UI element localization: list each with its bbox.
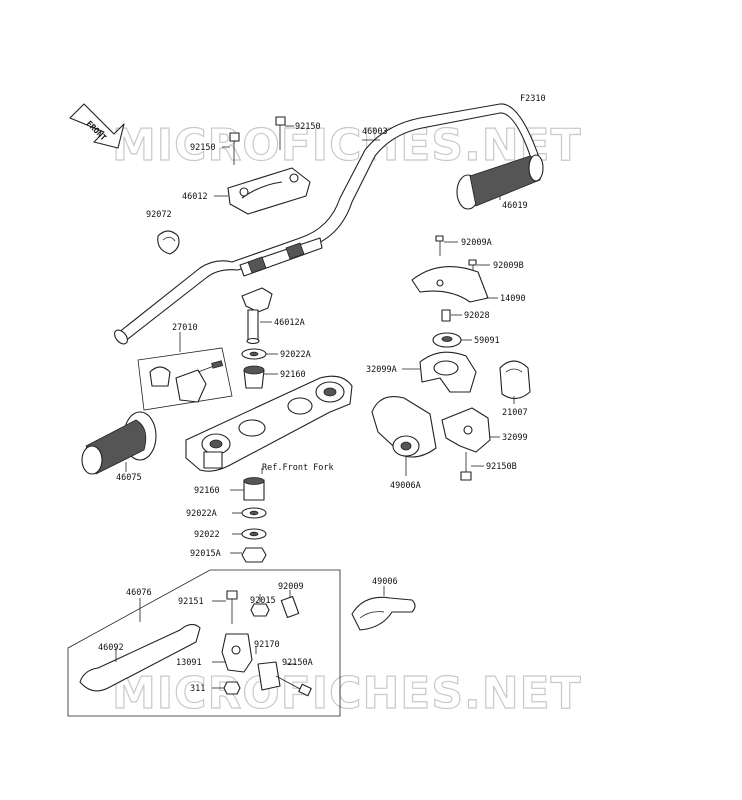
label-46012: 46012 <box>182 192 208 202</box>
label-49006A: 49006A <box>390 481 421 491</box>
seal-59091 <box>432 332 462 348</box>
housing-32099 <box>441 407 491 453</box>
bolt-92150A <box>275 675 312 697</box>
bolt-92150B <box>460 452 484 481</box>
label-92150A: 92150A <box>282 658 313 668</box>
label-92028: 92028 <box>464 311 490 321</box>
label-92015A: 92015A <box>190 549 221 559</box>
left-grip-46075 <box>81 411 157 475</box>
band-92072 <box>157 230 180 255</box>
throttle-grip-46019 <box>456 154 544 210</box>
bolt-92150-left <box>222 132 240 165</box>
label-32099A: 32099A <box>366 365 397 375</box>
label-92022A-bottom: 92022A <box>186 509 217 519</box>
cover-49006 <box>351 596 416 631</box>
label-49006: 49006 <box>372 577 398 587</box>
bolt-92150-top <box>275 116 294 150</box>
pin-92028 <box>441 309 451 322</box>
label-92160-bottom: 92160 <box>194 486 220 496</box>
throttle-tube-49006A <box>371 396 437 458</box>
label-92009B: 92009B <box>493 261 524 271</box>
label-92015: 92015 <box>250 596 276 606</box>
switch-box-27010 <box>137 347 233 411</box>
bracket-13091 <box>221 633 281 691</box>
label-27010: 27010 <box>172 323 198 333</box>
label-92151: 92151 <box>178 597 204 607</box>
front-fork-note: Ref.Front Fork <box>262 463 334 473</box>
label-59091: 59091 <box>474 336 500 346</box>
nut-92015 <box>250 603 270 617</box>
screw-92009 <box>280 595 300 619</box>
switch-21007 <box>499 360 531 400</box>
screw-92009A <box>435 235 458 256</box>
label-92022: 92022 <box>194 530 220 540</box>
lever-assembly-frame <box>67 569 341 717</box>
label-92009A: 92009A <box>461 238 492 248</box>
label-46076: 46076 <box>126 588 152 598</box>
label-46003: 46003 <box>362 127 388 137</box>
cover-14090 <box>411 266 489 303</box>
brake-lever-46092 <box>79 623 201 692</box>
label-92072: 92072 <box>146 210 172 220</box>
label-92009: 92009 <box>278 582 304 592</box>
label-46092: 46092 <box>98 643 124 653</box>
label-46075: 46075 <box>116 473 142 483</box>
handlebar <box>114 103 541 345</box>
nut-311 <box>223 681 241 695</box>
steering-stem-upper-clamp <box>185 375 353 472</box>
label-32099: 32099 <box>502 433 528 443</box>
label-46019: 46019 <box>502 201 528 211</box>
watermark-top: MICROFICHES.NET <box>112 120 582 171</box>
label-92022A-top: 92022A <box>280 350 311 360</box>
handlebar-clamp-46012 <box>227 167 311 215</box>
label-92150B: 92150B <box>486 462 517 472</box>
label-92150-top: 92150 <box>295 122 321 132</box>
label-92170: 92170 <box>254 640 280 650</box>
diagram-code: F2310 <box>520 94 546 104</box>
label-46012A: 46012A <box>274 318 305 328</box>
label-92160-top: 92160 <box>280 370 306 380</box>
nut-92015A <box>241 547 267 563</box>
holder-46012A <box>241 287 273 345</box>
watermark-bottom: MICROFICHES.NET <box>112 668 582 719</box>
housing-32099A <box>419 351 477 393</box>
label-21007: 21007 <box>502 408 528 418</box>
label-14090: 14090 <box>500 294 526 304</box>
damper-92160-top <box>243 365 265 389</box>
label-13091: 13091 <box>176 658 202 668</box>
label-92150-left: 92150 <box>190 143 216 153</box>
bolt-92151 <box>212 590 238 624</box>
label-311: 311 <box>190 684 205 694</box>
